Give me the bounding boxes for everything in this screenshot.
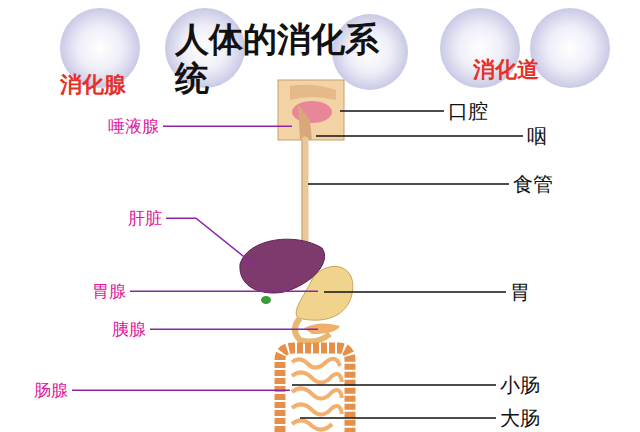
gland-label: 胰腺 xyxy=(112,319,146,339)
gland-label: 肠腺 xyxy=(34,380,68,400)
mouth-cavity xyxy=(292,101,332,123)
leader-line xyxy=(300,417,496,419)
organ-label: 小肠 xyxy=(500,373,540,397)
group-heading: 消化腺 xyxy=(60,72,126,98)
leader-line xyxy=(163,125,292,127)
leader-line xyxy=(72,389,290,391)
nasal-cavity xyxy=(290,85,336,100)
leader-line xyxy=(340,110,444,112)
large-intestine xyxy=(280,348,350,432)
leader-line xyxy=(316,135,523,137)
leader-line xyxy=(130,290,318,292)
organ-label: 胃 xyxy=(510,280,530,304)
leader-line xyxy=(150,328,318,330)
small-intestine xyxy=(292,359,342,430)
organ-label: 咽 xyxy=(527,124,547,148)
gallbladder xyxy=(261,296,271,304)
group-heading: 消化道 xyxy=(473,57,539,83)
organ-label: 食管 xyxy=(513,172,553,196)
leader-line xyxy=(166,218,258,268)
diagram-title: 人体的消化系统 xyxy=(175,20,390,98)
pharynx xyxy=(298,104,312,140)
leader-line xyxy=(308,183,509,185)
gland-label: 肝脏 xyxy=(128,208,162,228)
head-section xyxy=(278,80,344,140)
organ-label: 大肠 xyxy=(500,406,540,430)
liver xyxy=(240,239,325,293)
gland-label: 胃腺 xyxy=(92,281,126,301)
deco-circle xyxy=(530,8,610,88)
leader-line xyxy=(292,384,496,386)
leader-line xyxy=(324,291,506,293)
organ-label: 口腔 xyxy=(448,99,488,123)
esophagus-edge xyxy=(302,140,303,255)
gland-label: 唾液腺 xyxy=(108,116,159,136)
